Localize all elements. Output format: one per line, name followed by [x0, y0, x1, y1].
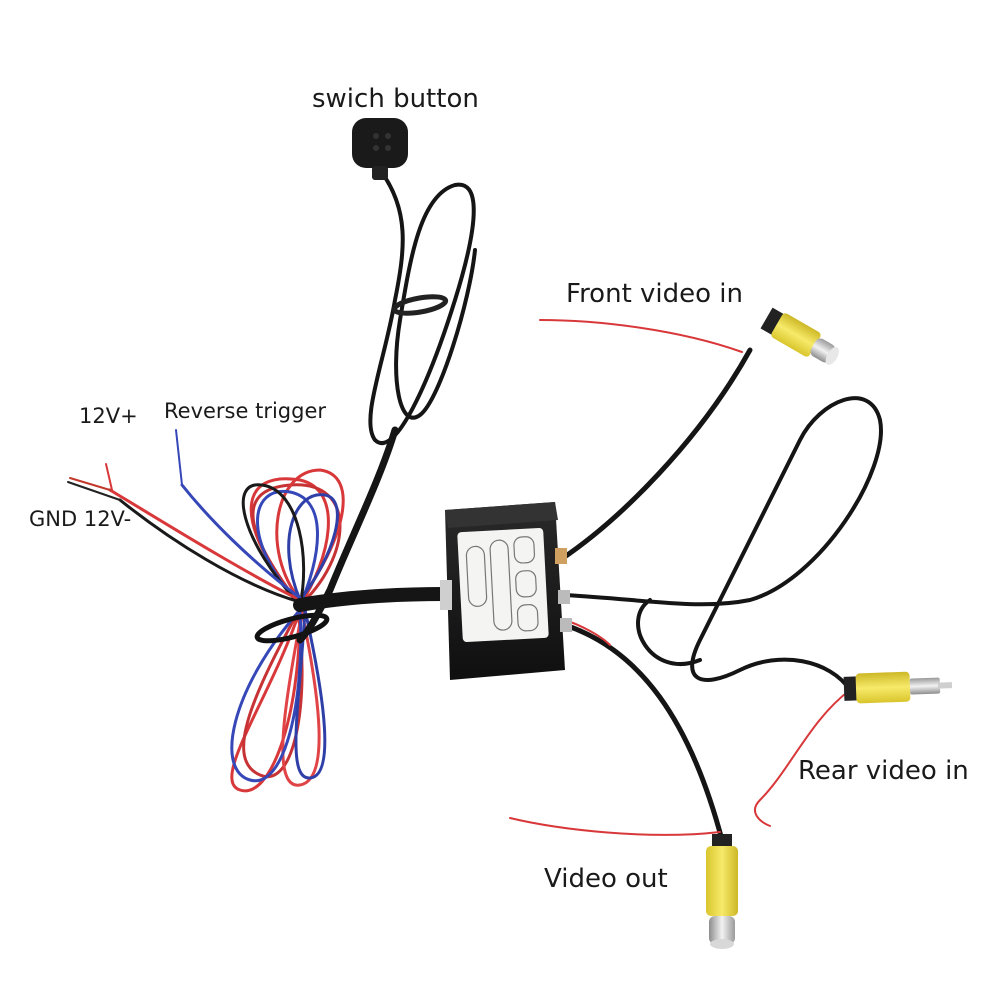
rear-rca-connector-icon [843, 671, 953, 704]
label-gnd-12v-minus: GND 12V- [29, 507, 132, 531]
label-12v-plus: 12V+ [79, 404, 138, 428]
front-rca-connector-icon [760, 307, 839, 366]
label-video-out: Video out [544, 864, 668, 894]
switcher-box-icon [440, 502, 572, 680]
video-cables [509, 319, 883, 843]
label-reverse-trigger: Reverse trigger [164, 399, 327, 423]
label-front-video-in: Front video in [566, 279, 744, 309]
harness-sleeve [293, 587, 452, 612]
switch-button-icon [352, 118, 408, 180]
switch-cable [296, 168, 477, 644]
wire-harness [67, 429, 345, 793]
video-out-rca-connector-icon [706, 834, 738, 949]
label-switch-button: swich button [312, 84, 479, 114]
label-rear-video-in: Rear video in [798, 756, 969, 786]
